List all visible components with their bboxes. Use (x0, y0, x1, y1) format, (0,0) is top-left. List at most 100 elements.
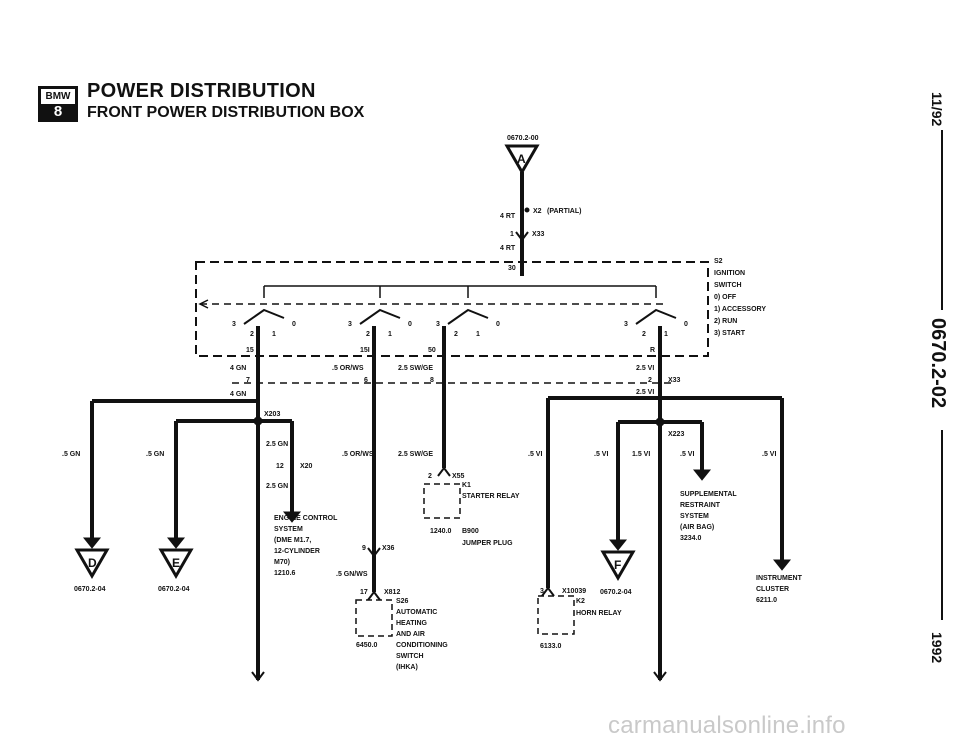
ecs-label: M70) (274, 559, 290, 566)
pin-label: 9 (362, 545, 366, 552)
terminal-label: 50 (428, 347, 436, 354)
arrow-down-icon (82, 537, 102, 549)
connector-d-letter: D (88, 556, 97, 570)
page-title: POWER DISTRIBUTION (87, 80, 316, 102)
pin-label: 2 (648, 377, 652, 384)
connector-a-triangle (504, 144, 540, 176)
pin-label: 8 (430, 377, 434, 384)
wire-label: .5 VI (528, 451, 542, 458)
pos-label: 1 (272, 331, 276, 338)
pos-label: 3 (624, 321, 628, 328)
s26-label: S26 (396, 598, 409, 605)
s26-desc: CONDITIONING (396, 642, 448, 649)
terminal-label: 15 (246, 347, 254, 354)
pos-label: 2 (366, 331, 370, 338)
arrow-left-icon (198, 299, 209, 309)
splice-x203 (253, 416, 263, 426)
s26-desc: AUTOMATIC (396, 609, 437, 616)
ecs-label: ENGINE CONTROL (274, 515, 338, 522)
s26-box (355, 599, 393, 637)
pos-label: 1 (476, 331, 480, 338)
x36-label: X36 (382, 545, 395, 552)
wire-label: .5 VI (762, 451, 776, 458)
wire-label: 4 GN (230, 365, 246, 372)
switch-contact-15 (243, 308, 285, 325)
ref-label: 6133.0 (540, 643, 562, 650)
srs-label: RESTRAINT (680, 502, 721, 509)
switch-legend-line: 2) RUN (714, 318, 737, 325)
connector-a-letter: A (517, 152, 526, 166)
pos-label: 0 (408, 321, 412, 328)
pos-label: 0 (496, 321, 500, 328)
pos-label: 2 (642, 331, 646, 338)
wire-label: .5 VI (594, 451, 608, 458)
pos-label: 2 (454, 331, 458, 338)
pin-label: 1 (510, 231, 514, 238)
switch-contact-50 (447, 308, 489, 325)
k2-label: K2 (576, 598, 585, 605)
code-label: B900 (462, 528, 479, 535)
x33-connector (515, 231, 529, 242)
wire-label: .5 VI (680, 451, 694, 458)
srs-label: SUPPLEMENTAL (680, 491, 737, 498)
switch-legend-line: 3) START (714, 330, 746, 337)
top-ref: 0670.2-00 (507, 135, 539, 142)
wire-label: 1.5 VI (632, 451, 650, 458)
s26-desc: AND AIR (396, 631, 425, 638)
ecs-label: 12-CYLINDER (274, 548, 320, 555)
pos-label: 1 (388, 331, 392, 338)
jumper-label: JUMPER PLUG (462, 540, 513, 547)
pin-label: 30 (508, 265, 516, 272)
pin-label: 3 (540, 588, 544, 595)
switch-contact-15i (359, 308, 401, 325)
wire-label: 2.5 VI (636, 389, 654, 396)
x10039-label: X10039 (562, 588, 586, 595)
s26-desc: (IHKA) (396, 664, 418, 671)
switch-legend-line: S2 (714, 258, 723, 265)
k1-desc: STARTER RELAY (462, 493, 520, 500)
wire-label: .5 GN/WS (336, 571, 368, 578)
wire-label: .5 OR/WS (332, 365, 364, 372)
ref-label: 6450.0 (356, 642, 378, 649)
x812-label: X812 (384, 589, 400, 596)
x2-note: (PARTIAL) (547, 208, 581, 215)
pin-label: 2 (428, 473, 432, 480)
wire-label: .5 OR/WS (342, 451, 374, 458)
bmw-logo: BMW 8 (38, 86, 78, 122)
pos-label: 0 (292, 321, 296, 328)
arrow-down-icon (692, 469, 712, 481)
srs-label: SYSTEM (680, 513, 709, 520)
pos-label: 2 (250, 331, 254, 338)
k2-desc: HORN RELAY (576, 610, 622, 617)
pos-label: 1 (664, 331, 668, 338)
x2-label: X2 (533, 208, 542, 215)
ref-label: 1240.0 (430, 528, 452, 535)
arrow-down-icon (166, 537, 186, 549)
wire-label: .5 GN (146, 451, 164, 458)
pos-label: 3 (232, 321, 236, 328)
connector-e-triangle (158, 548, 194, 580)
x55-label: X55 (452, 473, 465, 480)
ic-label: INSTRUMENT (756, 575, 803, 582)
terminal-label: R (650, 347, 655, 354)
x33-label: X33 (668, 377, 681, 384)
ref-label: 0670.2-04 (74, 586, 106, 593)
arrow-down-icon (608, 539, 628, 551)
logo-number: 8 (41, 104, 75, 120)
wire-label: 4 RT (500, 213, 516, 220)
page-subtitle: FRONT POWER DISTRIBUTION BOX (87, 104, 365, 121)
switch-legend-line: 0) OFF (714, 294, 737, 301)
pin-label: 12 (276, 463, 284, 470)
connector-e-letter: E (172, 556, 180, 570)
ref-label: 0670.2-04 (158, 586, 190, 593)
s26-desc: SWITCH (396, 653, 424, 660)
terminal-label: 15I (360, 347, 370, 354)
x20-label: X20 (300, 463, 313, 470)
connector-d-triangle (74, 548, 110, 580)
wire-label: 4 GN (230, 391, 246, 398)
connector-f-triangle (600, 550, 636, 582)
pin-label: 6 (364, 377, 368, 384)
wire-label: 2.5 SW/GE (398, 365, 433, 372)
x2-pin (524, 207, 530, 213)
